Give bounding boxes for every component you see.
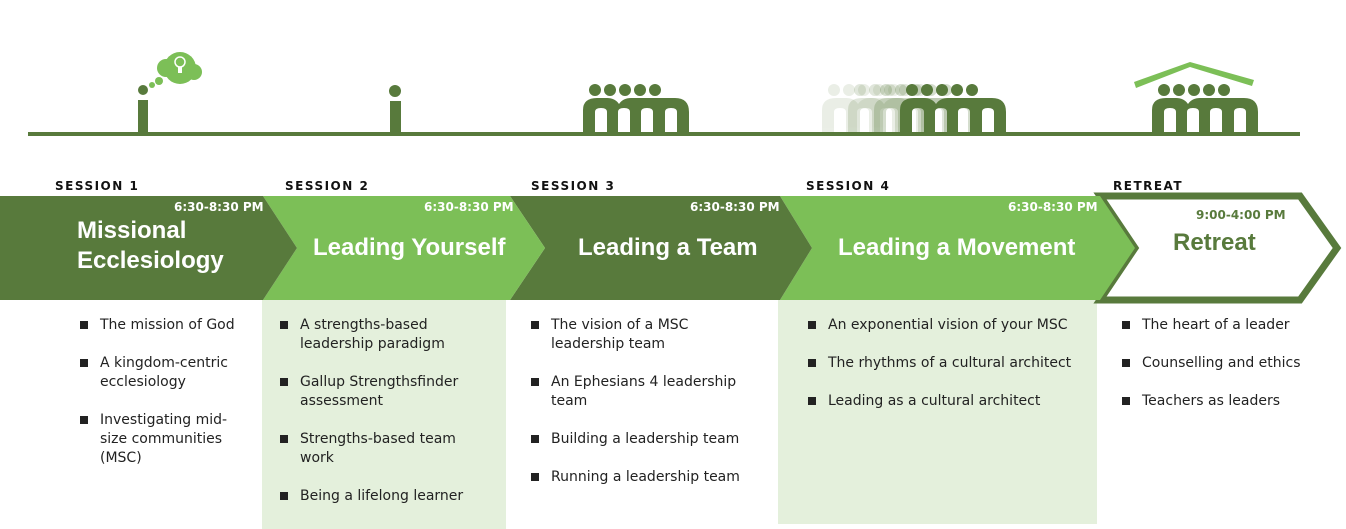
arrow-session-4: [780, 196, 1135, 300]
group-icon: [583, 84, 689, 134]
title-line: Missional: [77, 217, 187, 244]
session-1-label: SESSION 1: [55, 179, 140, 193]
list-item: The mission of God: [80, 316, 250, 335]
person-with-idea-icon: [138, 52, 202, 134]
session-3-label: SESSION 3: [531, 179, 616, 193]
retreat-topics: The heart of a leader Counselling and et…: [1122, 316, 1342, 430]
list-item: Being a lifelong learner: [280, 487, 480, 506]
title-line: Ecclesiology: [77, 247, 224, 274]
session-2-title: Leading Yourself: [313, 234, 506, 261]
list-item: Building a leadership team: [531, 430, 771, 449]
list-item: A kingdom-centric ecclesiology: [80, 354, 250, 392]
list-item: An Ephesians 4 leadership team: [531, 373, 771, 411]
multiplying-groups-icon: [822, 84, 1006, 134]
session-4-time: 6:30-8:30 PM: [1008, 200, 1098, 214]
list-item: Investigating mid-size communities (MSC): [80, 411, 250, 468]
session-2-label: SESSION 2: [285, 179, 370, 193]
list-item: The rhythms of a cultural architect: [808, 354, 1093, 373]
house-group-icon: [1134, 62, 1258, 134]
session-3-time: 6:30-8:30 PM: [690, 200, 780, 214]
list-item: The vision of a MSC leadership team: [531, 316, 711, 354]
session-1-topics: The mission of God A kingdom-centric ecc…: [80, 316, 250, 487]
list-item: A strengths-based leadership paradigm: [280, 316, 480, 354]
retreat-label: RETREAT: [1113, 179, 1184, 193]
list-item: Strengths-based team work: [280, 430, 480, 468]
session-1-time: 6:30-8:30 PM: [174, 200, 264, 214]
arrow-session-1: [0, 196, 297, 300]
session-4-label: SESSION 4: [806, 179, 891, 193]
list-item: Leading as a cultural architect: [808, 392, 1093, 411]
session-4-title: Leading a Movement: [838, 234, 1076, 261]
session-2-column-bg: [262, 300, 506, 529]
session-4-column-bg: [778, 300, 1097, 524]
arrow-session-2: [263, 196, 545, 300]
retreat-time: 9:00-4:00 PM: [1196, 208, 1286, 222]
session-2-topics: A strengths-based leadership paradigm Ga…: [280, 316, 480, 525]
list-item: Counselling and ethics: [1122, 354, 1342, 373]
session-3-topics: The vision of a MSC leadership team An E…: [531, 316, 771, 506]
arrow-session-3: [510, 196, 812, 300]
list-item: An exponential vision of your MSC: [808, 316, 1093, 335]
timeline-line: [28, 132, 1300, 136]
person-icon: [389, 85, 401, 134]
list-item: The heart of a leader: [1122, 316, 1342, 335]
session-2-time: 6:30-8:30 PM: [424, 200, 514, 214]
retreat-title: Retreat: [1173, 229, 1256, 256]
list-item: Running a leadership team: [531, 468, 771, 487]
timeline-graphic: [0, 52, 1342, 304]
list-item: Gallup Strengthsfinder assessment: [280, 373, 480, 411]
session-1-title: Missional Ecclesiology: [77, 216, 224, 276]
list-item: Teachers as leaders: [1122, 392, 1342, 411]
session-3-title: Leading a Team: [578, 234, 758, 261]
session-4-topics: An exponential vision of your MSC The rh…: [808, 316, 1093, 430]
